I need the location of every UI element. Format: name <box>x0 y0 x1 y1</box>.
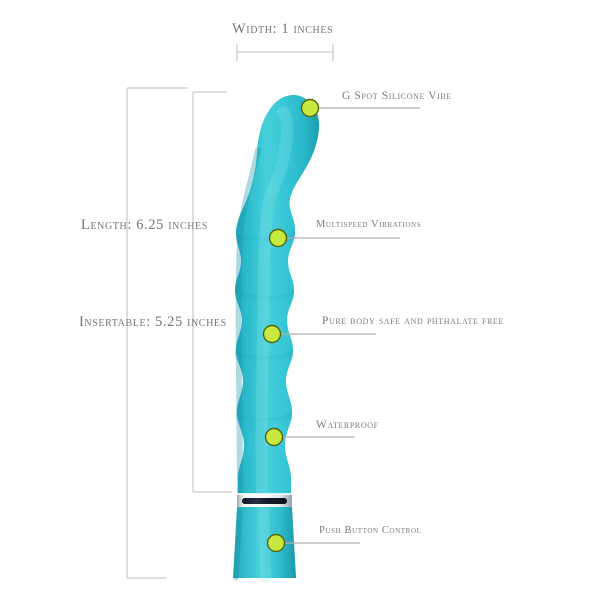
callout-label-push-button-control: Push Button Control <box>319 525 422 536</box>
callout-label-pure-body-safe-and-phthalate-free: Pure body safe and phthalate free <box>322 315 504 327</box>
callout-label-g-spot-silicone-vibe: G Spot Silicone Vibe <box>342 90 452 102</box>
callout-label-multispeed-vibrations: Multispeed Vibrations <box>316 219 422 230</box>
product-handle <box>233 506 296 584</box>
insertable-dimension-label: Insertable: 5.25 inches <box>79 314 227 330</box>
callout-label-waterproof: Waterproof <box>316 419 379 431</box>
chrome-band <box>237 493 292 507</box>
width-dimension-label: Width: 1 inches <box>232 21 334 37</box>
length-dimension-label: Length: 6.25 inches <box>81 217 208 233</box>
product-shaft <box>235 95 320 498</box>
